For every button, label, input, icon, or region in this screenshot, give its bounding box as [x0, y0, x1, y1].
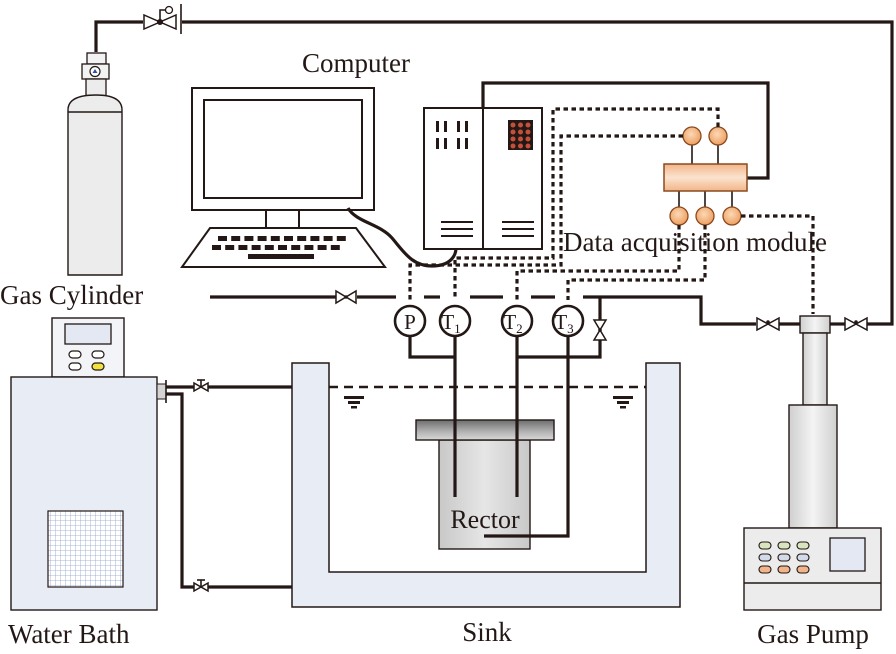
reactor-label: Rector — [450, 505, 520, 534]
keyboard-key — [297, 236, 307, 241]
keyboard-key — [291, 245, 301, 250]
tower-module-cable — [481, 81, 770, 180]
keyboard-key — [304, 245, 314, 250]
led-icon — [525, 129, 531, 135]
keyboard-key — [270, 236, 280, 241]
module-node — [682, 126, 702, 146]
water-level-icon — [613, 396, 633, 409]
pump-button[interactable] — [796, 553, 810, 562]
pump-button[interactable] — [758, 553, 772, 562]
vent-valve[interactable] — [592, 319, 608, 341]
keyboard-key — [218, 236, 227, 241]
svg-text:P: P — [404, 310, 416, 334]
led-panel-icon — [508, 120, 533, 150]
led-icon — [518, 143, 523, 149]
monitor-cable — [346, 207, 458, 268]
led-icon — [525, 136, 531, 142]
data-acquisition-module — [663, 126, 748, 226]
keyboard-key — [238, 245, 248, 250]
computer-label: Computer — [302, 48, 410, 78]
gas-pump — [743, 315, 882, 611]
pump-button[interactable] — [796, 565, 810, 574]
keyboard-key — [310, 236, 320, 241]
pressure-gauge-icon — [89, 65, 101, 78]
pump-button[interactable] — [758, 565, 772, 574]
gas-pump-label: Gas Pump — [757, 619, 869, 649]
led-icon — [518, 122, 523, 128]
svg-text:T3: T3 — [554, 310, 573, 336]
led-icon — [510, 143, 516, 149]
pump-button[interactable] — [777, 565, 791, 574]
water-upper-valve[interactable] — [193, 379, 209, 393]
module-node — [708, 126, 728, 146]
pc-tower — [423, 107, 543, 250]
keyboard-key — [231, 236, 241, 241]
pump-left-valve[interactable] — [756, 316, 780, 332]
water-bath-label: Water Bath — [8, 619, 130, 649]
keyboard-key — [212, 245, 221, 250]
pump-right-valve[interactable] — [844, 316, 868, 332]
led-icon — [510, 129, 516, 135]
pump-button[interactable] — [777, 541, 791, 550]
svg-text:T1: T1 — [441, 310, 460, 336]
keyboard-key — [251, 245, 261, 250]
keyboard-key — [225, 245, 235, 250]
water-bath — [10, 317, 167, 611]
keyboard-key — [257, 236, 267, 241]
data-acquisition-module-label: Data acquisition module — [563, 227, 827, 257]
keyboard-key — [278, 245, 287, 250]
sensor-probes — [453, 336, 570, 538]
water-lower-valve[interactable] — [193, 579, 209, 593]
temperature-gauge-t3: T3 — [551, 304, 585, 338]
keyboard-key — [336, 236, 346, 241]
sink-label: Sink — [462, 617, 512, 647]
pump-button[interactable] — [796, 541, 810, 550]
main-gas-line — [210, 295, 845, 359]
led-icon — [525, 143, 531, 149]
led-icon — [510, 122, 516, 128]
module-node — [722, 206, 742, 226]
keyboard-key — [284, 236, 293, 241]
keyboard-key — [330, 245, 340, 250]
keyboard-key — [264, 245, 274, 250]
temperature-gauge-t1: T1 — [438, 304, 472, 338]
water-circulation-lines — [166, 385, 292, 589]
sink — [291, 362, 681, 608]
pump-button[interactable] — [777, 553, 791, 562]
led-icon — [518, 129, 523, 135]
gas-cylinder-label: Gas Cylinder — [0, 280, 143, 310]
keyboard-key — [244, 236, 254, 241]
module-node — [669, 206, 689, 226]
signal-lines — [408, 107, 815, 314]
keyboard — [180, 227, 387, 268]
pump-button[interactable] — [758, 541, 772, 550]
gas-cylinder — [67, 52, 123, 276]
svg-text:T2: T2 — [503, 310, 522, 336]
led-icon — [518, 136, 523, 142]
monitor — [191, 87, 375, 229]
inlet-valve[interactable] — [335, 289, 357, 305]
led-icon — [510, 136, 516, 142]
top-gas-line — [94, 20, 894, 326]
water-level-icon — [344, 396, 364, 409]
keyboard-key — [323, 236, 333, 241]
temperature-gauge-t2: T2 — [500, 304, 534, 338]
module-node — [695, 206, 715, 226]
cylinder-regulator-valve[interactable] — [143, 4, 182, 34]
led-icon — [525, 122, 531, 128]
pressure-gauge-p: P — [393, 304, 427, 338]
vent-slots-icon — [436, 121, 468, 149]
keyboard-key — [317, 245, 327, 250]
